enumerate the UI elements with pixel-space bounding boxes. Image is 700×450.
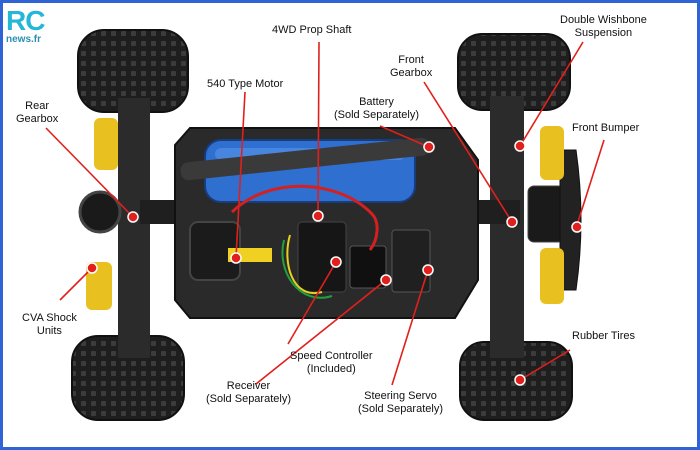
logo-site: news.fr	[6, 34, 42, 45]
callout-dots	[86, 140, 583, 386]
label-steering-servo: Steering Servo (Sold Separately)	[358, 390, 443, 415]
wire-yellow	[286, 234, 323, 295]
label-front-gearbox: Front Gearbox	[390, 54, 433, 79]
dot-speed-controller	[330, 256, 342, 268]
dot-rear-gearbox	[127, 211, 139, 223]
dot-prop-shaft	[312, 210, 324, 222]
label-front-bumper: Front Bumper	[572, 122, 640, 134]
steering-servo	[391, 229, 431, 293]
label-rear-gearbox: Rear Gearbox	[16, 100, 59, 125]
battery-strap	[180, 137, 430, 181]
shock-front-bottom	[540, 248, 564, 304]
label-double-wishbone: Double Wishbone Suspension	[560, 14, 647, 39]
rcnews-logo: RC news.fr	[6, 5, 66, 48]
dot-rubber-tires	[514, 374, 526, 386]
dot-receiver	[380, 274, 392, 286]
rear-arm-assembly	[118, 98, 150, 358]
label-motor: 540 Type Motor	[207, 78, 284, 90]
shock-rear-top	[94, 118, 118, 170]
logo-mark: RC	[6, 5, 45, 36]
dot-battery	[423, 141, 435, 153]
label-receiver: Receiver (Sold Separately)	[206, 380, 291, 405]
dot-double-wishbone	[514, 140, 526, 152]
front-arm-assembly	[490, 96, 524, 358]
receiver	[349, 245, 387, 289]
label-rubber-tires: Rubber Tires	[572, 330, 635, 342]
shock-rear-bottom	[86, 262, 112, 310]
label-speed-controller: Speed Controller (Included)	[290, 350, 373, 375]
dot-front-gearbox	[506, 216, 518, 228]
dot-front-bumper	[571, 221, 583, 233]
wire-green	[281, 239, 333, 299]
dot-cva-shock	[86, 262, 98, 274]
shock-front-top	[540, 126, 564, 180]
dot-steering-servo	[422, 264, 434, 276]
wire-red	[230, 184, 379, 251]
label-battery: Battery (Sold Separately)	[334, 96, 419, 121]
rear-gearbox	[78, 190, 122, 234]
label-prop-shaft: 4WD Prop Shaft	[272, 24, 352, 36]
leader-lines	[45, 41, 605, 386]
front-gearbox	[527, 185, 565, 243]
label-cva-shock: CVA Shock Units	[22, 312, 77, 337]
dot-motor	[230, 252, 242, 264]
